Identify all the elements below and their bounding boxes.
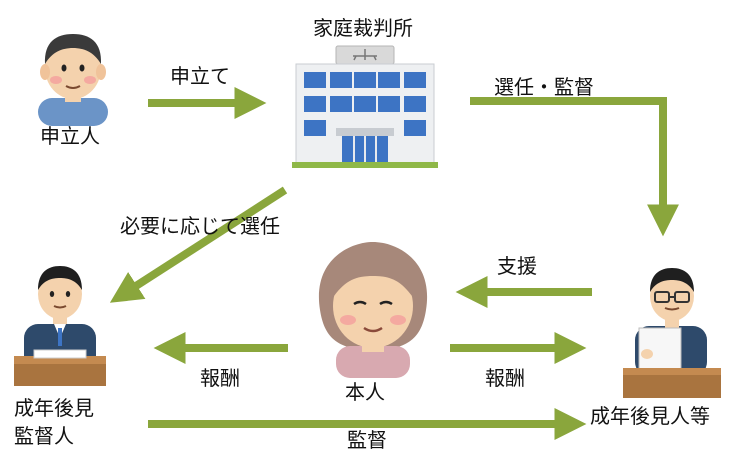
fee-left-label: 報酬 [200, 366, 240, 390]
arrow-appoint-supervise [470, 97, 679, 237]
guardian-icon [623, 268, 721, 398]
court-building-icon [292, 45, 438, 168]
court-label: 家庭裁判所 [313, 16, 413, 40]
arrow-appoint-if-needed [109, 186, 288, 303]
principal-label: 本人 [345, 380, 385, 404]
guardian-label: 成年後見人等 [590, 404, 710, 428]
petitioner-icon [38, 34, 108, 126]
fee-right-label: 報酬 [485, 366, 525, 390]
supervision-label: 監督 [347, 428, 387, 452]
principal-icon [318, 242, 428, 378]
supervisor-icon [14, 266, 106, 386]
petitioner-label: 申立人 [40, 124, 100, 148]
support-label: 支援 [497, 254, 537, 278]
appoint-supervise-label: 選任・監督 [494, 75, 594, 99]
supervisor-label-line2: 監督人 [14, 424, 74, 448]
petition-label: 申立て [170, 64, 230, 88]
supervisor-label-line1: 成年後見 [14, 396, 94, 420]
appoint-if-needed-label: 必要に応じて選任 [120, 214, 280, 238]
